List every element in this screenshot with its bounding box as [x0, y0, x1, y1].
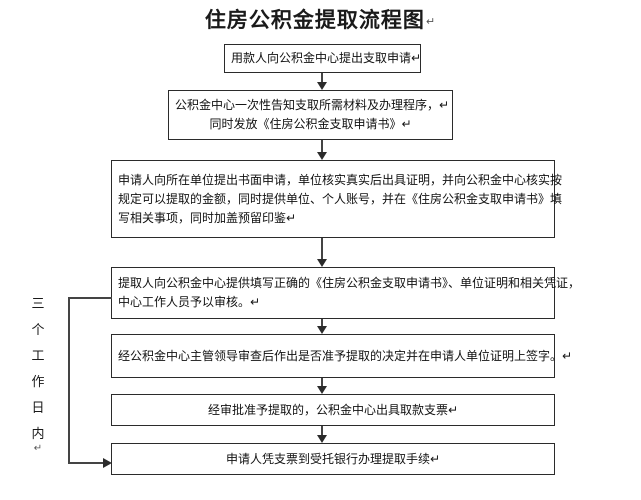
flow-node-1-line-1: 用款人向公积金中心提出支取申请↵ [231, 51, 422, 65]
side-label-char-2: 个 [31, 323, 45, 338]
flow-node-4-line-2: 中心工作人员予以审核。↵ [118, 295, 261, 309]
flow-node-3[interactable]: 申请人向所在单位提出书面申请，单位核实真实后出具证明，并向公积金中心核实按 规定… [111, 160, 563, 238]
flow-node-6-line-1: 经审批准予提取的，公积金中心出具取款支票↵ [207, 402, 459, 417]
flow-node-3-line-3: 写相关事项，同时加盖预留印鉴↵ [118, 210, 297, 225]
side-label-char-5: 日 [31, 401, 45, 416]
flow-node-2-line-2: 同时发放《住房公积金支取申请书》↵ [209, 117, 412, 131]
flow-node-3-line-1: 申请人向所在单位提出书面申请，单位核实真实后出具证明，并向公积金中心核实按 [118, 172, 563, 187]
flow-node-7[interactable]: 申请人凭支票到受托银行办理提取手续↵ [111, 443, 555, 475]
flow-node-2[interactable]: 公积金中心一次性告知支取所需材料及办理程序，↵ 同时发放《住房公积金支取申请书》… [168, 90, 453, 140]
feedback-bracket-top-segment [68, 297, 112, 299]
flow-node-7-line-1: 申请人凭支票到受托银行办理提取手续↵ [225, 451, 441, 466]
connector-arrow-5-to-6 [321, 378, 323, 387]
connector-arrow-1-to-2 [321, 73, 323, 83]
page-title: 住房公积金提取流程图↵ [0, 6, 641, 36]
connector-arrow-2-to-3 [321, 140, 323, 153]
connector-arrow-3-to-4 [321, 238, 323, 260]
flow-node-5-line-1: 经公积金中心主管领导审查后作出是否准予提取的决定并在申请人单位证明上签字。↵ [118, 348, 573, 363]
flow-node-3-line-2: 规定可以提取的金额，同时提供单位、个人账号，并在《住房公积金支取申请书》填 [118, 191, 563, 206]
flow-node-4[interactable]: 提取人向公积金中心提供填写正确的《住房公积金支取申请书》、单位证明和相关凭证， … [111, 267, 581, 319]
connector-arrow-4-to-5 [321, 319, 323, 327]
side-label-char-1: 三 [31, 297, 45, 312]
side-label-char-3: 工 [31, 349, 45, 364]
flow-node-2-line-1: 公积金中心一次性告知支取所需材料及办理程序，↵ [175, 98, 450, 112]
page-title-text: 住房公积金提取流程图 [204, 8, 425, 32]
side-label-paragraph-mark-icon: ↵ [33, 443, 43, 454]
paragraph-mark-icon: ↵ [425, 15, 437, 28]
feedback-bracket-bottom-arrow [68, 462, 104, 464]
feedback-bracket-vertical-segment [68, 297, 70, 463]
flow-node-4-line-1: 提取人向公积金中心提供填写正确的《住房公积金支取申请书》、单位证明和相关凭证， [118, 276, 581, 290]
three-working-days-label: 三 个 工 作 日 内 ↵ [27, 292, 49, 454]
side-label-char-4: 作 [31, 375, 45, 390]
flow-node-1[interactable]: 用款人向公积金中心提出支取申请↵ [224, 44, 421, 73]
flow-node-6[interactable]: 经审批准予提取的，公积金中心出具取款支票↵ [111, 394, 555, 426]
side-label-char-6: 内 [31, 427, 45, 442]
connector-arrow-6-to-7 [321, 426, 323, 436]
flow-node-5[interactable]: 经公积金中心主管领导审查后作出是否准予提取的决定并在申请人单位证明上签字。↵ [111, 334, 573, 378]
